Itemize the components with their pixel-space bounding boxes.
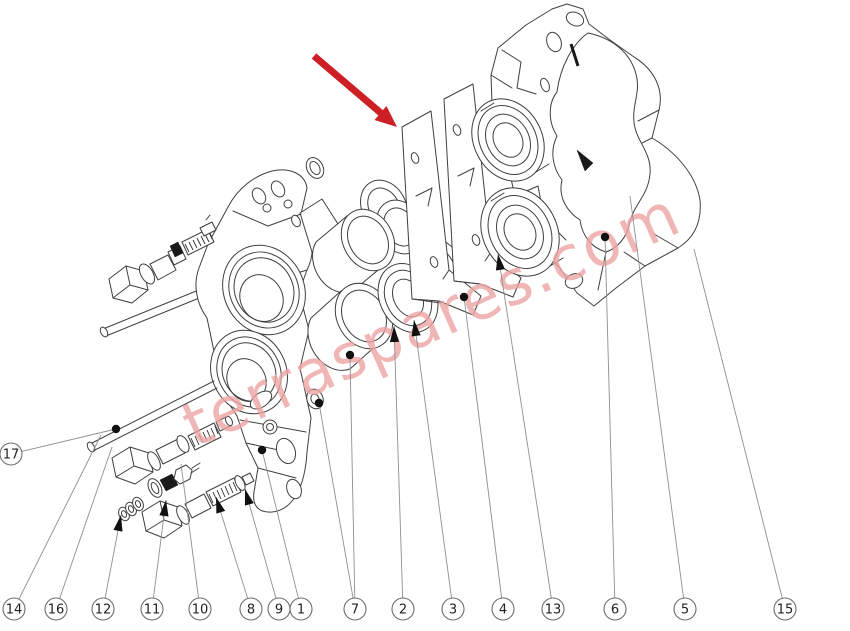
leader-line xyxy=(413,319,452,599)
spacer-plate-2 xyxy=(443,83,522,298)
leader-line xyxy=(21,428,117,452)
leader-line xyxy=(693,248,783,599)
callout-balloon-2: 2 xyxy=(391,597,415,621)
balloon-circle xyxy=(91,597,115,621)
leader-line xyxy=(318,402,354,599)
balloon-number: 13 xyxy=(545,603,562,618)
balloon-circle xyxy=(491,597,515,621)
mounting-bolt-upper xyxy=(111,415,234,485)
balloon-number: 6 xyxy=(611,603,619,618)
red-highlight-arrow xyxy=(311,53,397,127)
leader-line xyxy=(497,253,552,599)
leader-line xyxy=(629,195,684,599)
balloon-circle xyxy=(140,597,164,621)
balloon-number: 5 xyxy=(681,603,689,618)
balloon-circle xyxy=(773,597,797,621)
balloon-number: 2 xyxy=(399,603,407,618)
callout-balloon-5: 5 xyxy=(673,597,697,621)
callout-balloon-8: 8 xyxy=(239,597,263,621)
balloon-circle xyxy=(441,597,465,621)
leader-line xyxy=(349,354,356,599)
leader-dot xyxy=(111,424,121,434)
bleeder-screw-small xyxy=(147,462,201,498)
assembly-direction-arrow xyxy=(576,149,594,172)
leader-arrowhead xyxy=(244,489,254,506)
callout-balloon-7: 7 xyxy=(343,597,367,621)
callout-balloon-16: 16 xyxy=(44,597,68,621)
balloon-number: 16 xyxy=(48,603,65,618)
mounting-bolt-lower xyxy=(141,472,255,539)
balloon-circle xyxy=(239,597,263,621)
leader-dot xyxy=(345,350,355,360)
leader-arrowhead xyxy=(216,497,226,514)
bleed-screw-assembly xyxy=(108,214,217,304)
balloon-number: 15 xyxy=(777,603,794,618)
leader-line xyxy=(152,499,167,599)
balloon-number: 4 xyxy=(499,603,507,618)
balloon-circle xyxy=(603,597,627,621)
leader-line xyxy=(244,488,277,599)
leader-line xyxy=(180,463,200,599)
leader-arrowhead xyxy=(113,515,123,532)
piston-lower xyxy=(307,282,394,371)
balloon-circle xyxy=(343,597,367,621)
callout-balloon-17: 17 xyxy=(0,442,23,466)
balloon-number: 3 xyxy=(449,603,457,618)
balloon-circle xyxy=(541,597,565,621)
callout-balloon-14: 14 xyxy=(2,597,26,621)
balloon-number: 8 xyxy=(247,603,255,618)
balloon-circle xyxy=(673,597,697,621)
o-ring-small xyxy=(305,157,325,179)
balloon-circle xyxy=(188,597,212,621)
leader-arrowhead xyxy=(159,500,169,517)
leader-line xyxy=(463,296,503,599)
leader-arrowhead xyxy=(389,326,400,343)
piston-boot-stack-upper xyxy=(471,98,550,182)
leader-dot xyxy=(257,445,267,455)
balloon-number: 14 xyxy=(6,603,23,618)
leader-line xyxy=(261,449,299,599)
callout-balloon-12: 12 xyxy=(91,597,115,621)
leader-line xyxy=(18,434,102,600)
leader-line xyxy=(215,496,249,599)
balloon-number: 12 xyxy=(95,603,112,618)
spacer-plate-1 xyxy=(401,110,482,316)
callout-balloon-10: 10 xyxy=(188,597,212,621)
piston-boot-stack-lower xyxy=(480,187,564,277)
leader-dot xyxy=(314,398,324,408)
balloon-number: 7 xyxy=(351,603,359,618)
balloon-circle xyxy=(0,442,23,466)
leader-dot xyxy=(459,292,469,302)
callout-balloon-4: 4 xyxy=(491,597,515,621)
balloon-number: 1 xyxy=(297,603,305,618)
balloon-circle xyxy=(2,597,26,621)
balloon-number: 9 xyxy=(275,603,283,618)
callout-balloon-11: 11 xyxy=(140,597,164,621)
leader-line xyxy=(604,236,616,599)
guide-pin-upper xyxy=(99,284,215,338)
inner-caliper-half xyxy=(195,169,339,513)
balloon-number: 11 xyxy=(144,603,161,618)
leader-arrowhead xyxy=(495,254,505,271)
callout-balloon-15: 15 xyxy=(773,597,797,621)
washer-stack xyxy=(118,496,144,522)
leader-line xyxy=(393,325,404,599)
balloon-circle xyxy=(391,597,415,621)
balloon-circle xyxy=(44,597,68,621)
guide-pin-lower xyxy=(86,380,218,453)
balloon-number: 17 xyxy=(3,448,20,463)
callout-balloon-13: 13 xyxy=(541,597,565,621)
callout-balloon-9: 9 xyxy=(267,597,291,621)
callout-balloon-6: 6 xyxy=(603,597,627,621)
balloon-circle xyxy=(289,597,313,621)
callout-balloon-1: 1 xyxy=(289,597,313,621)
piston-upper xyxy=(312,208,396,294)
callout-balloon-3: 3 xyxy=(441,597,465,621)
leader-dot xyxy=(600,232,610,242)
leader-arrowhead xyxy=(411,320,421,337)
leader-line xyxy=(59,446,113,599)
balloon-number: 10 xyxy=(192,603,209,618)
